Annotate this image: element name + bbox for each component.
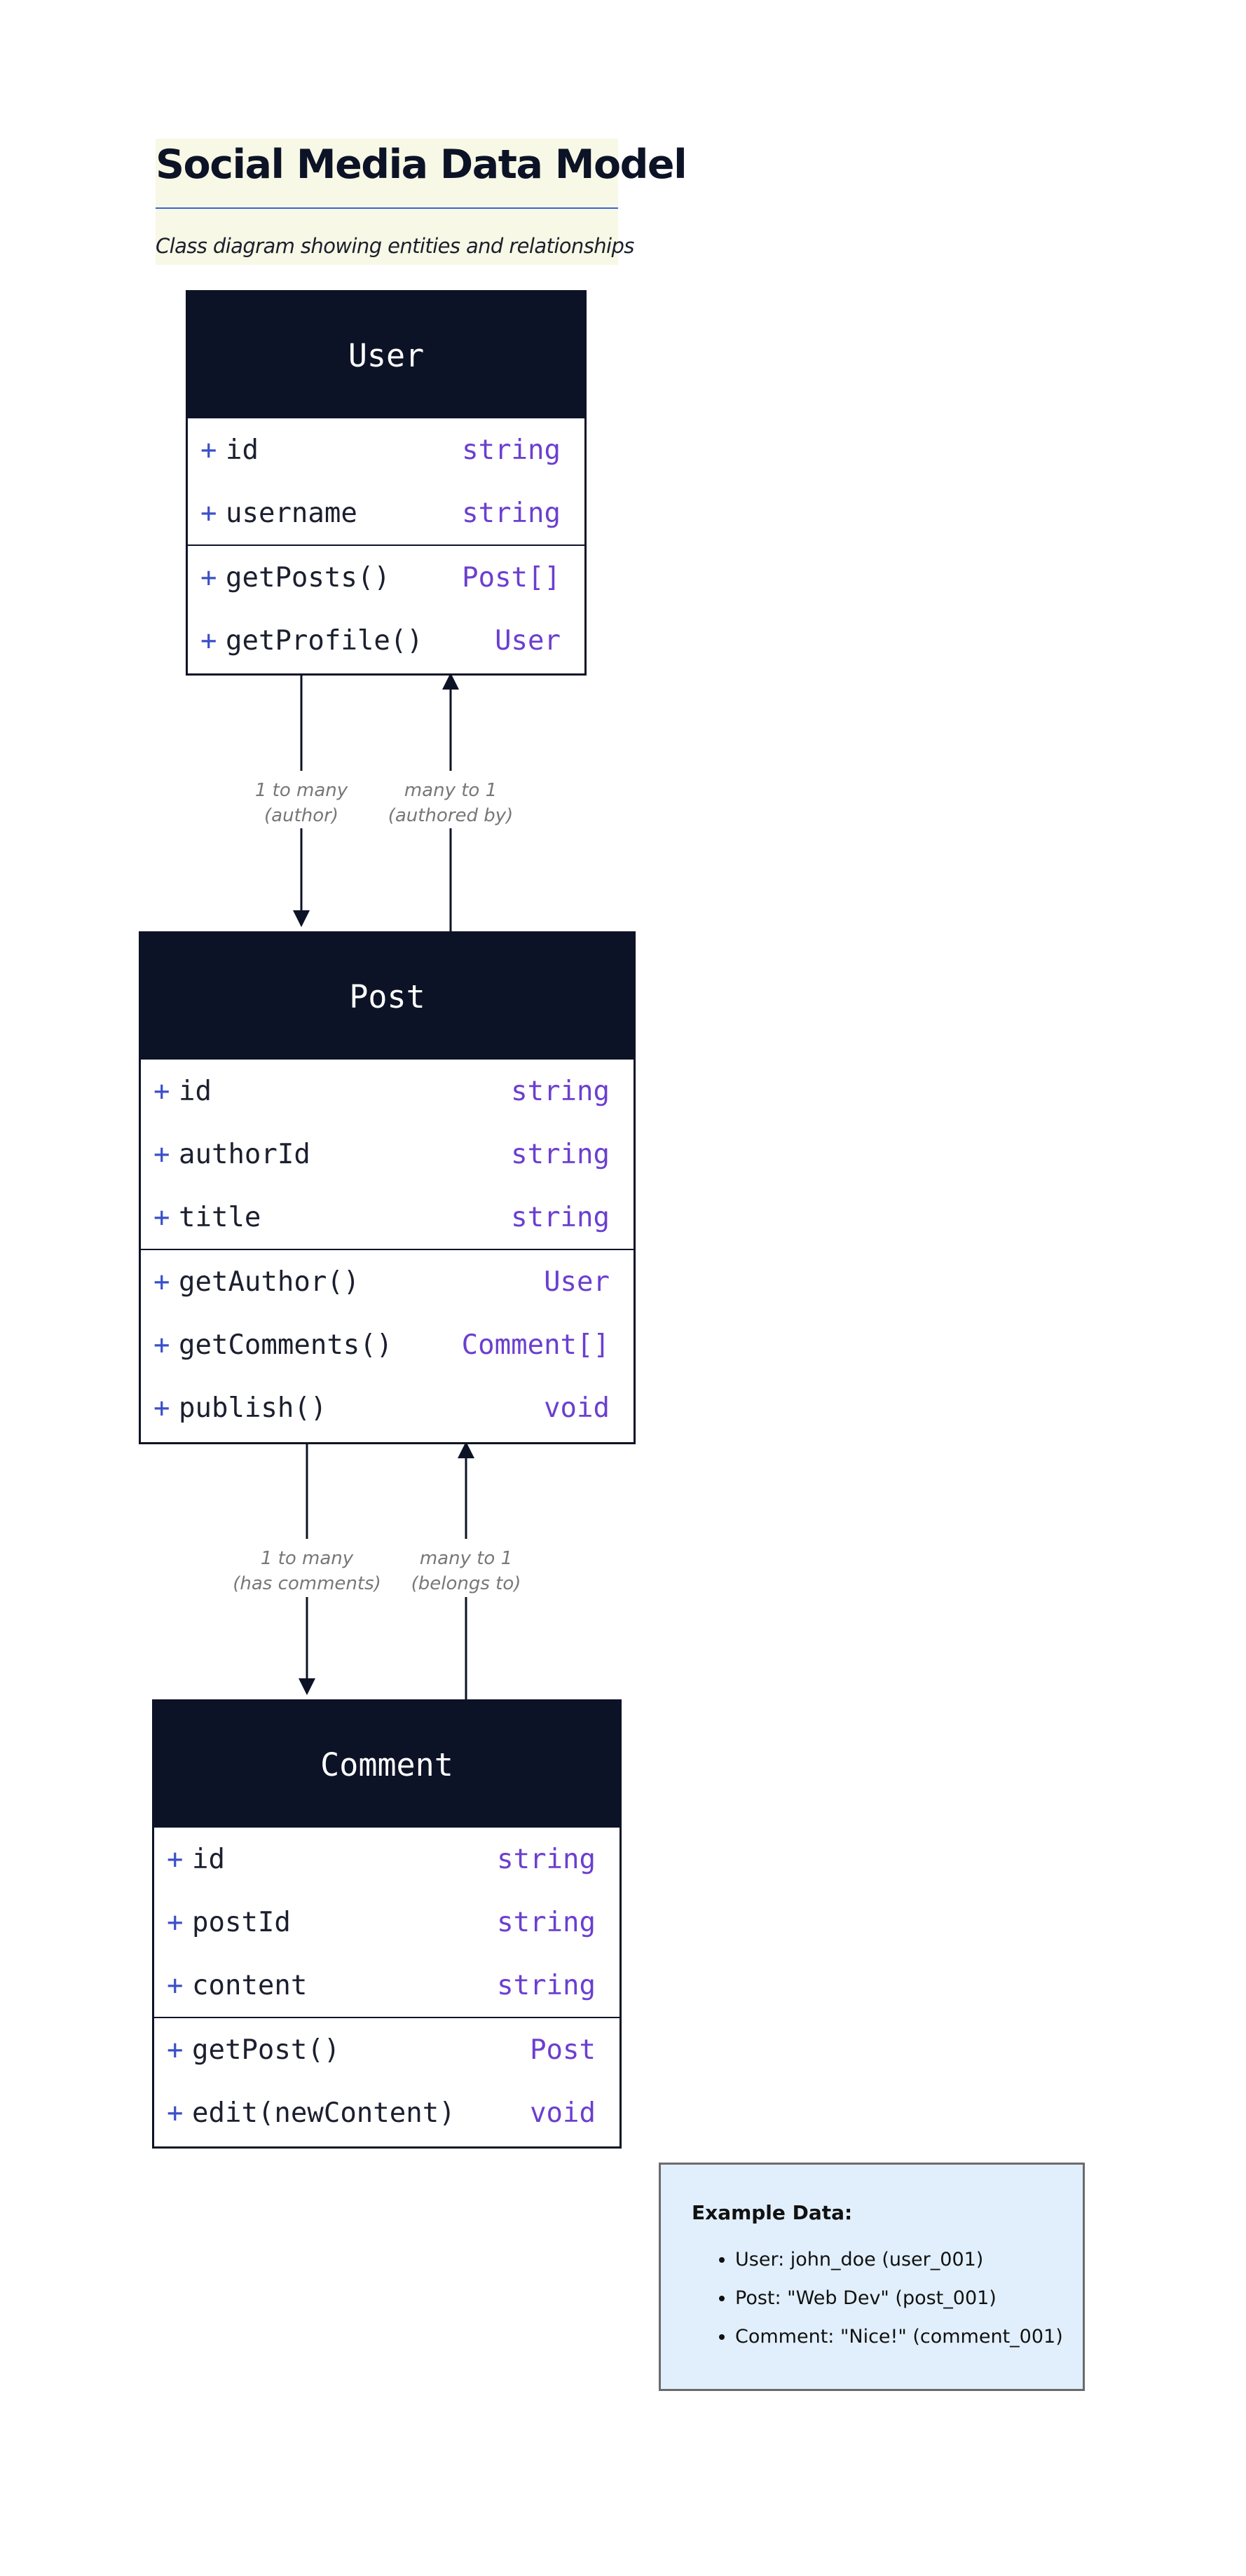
method-name: getAuthor() <box>179 1266 360 1298</box>
relation-label-line1: many to 1 <box>419 1548 513 1569</box>
relation-label-line2: (authored by) <box>388 805 514 826</box>
method-return-type: void <box>530 2097 596 2129</box>
attribute-row: + id string <box>188 418 584 481</box>
method-name: getProfile() <box>226 624 423 657</box>
visibility-marker: + <box>200 561 217 594</box>
method-row: + getAuthor() User <box>141 1249 634 1313</box>
relation-label-line1: 1 to many <box>254 780 348 801</box>
method-row: + getPost() Post <box>154 2017 619 2081</box>
method-row: + getProfile() User <box>188 609 584 672</box>
method-return-type: User <box>544 1266 610 1298</box>
example-data-note: Example Data: User: john_doe (user_001) … <box>659 2163 1085 2391</box>
list-item: User: john_doe (user_001) <box>735 2247 1063 2286</box>
visibility-marker: + <box>167 1906 184 1938</box>
relation-label-line1: many to 1 <box>404 780 498 801</box>
relation-label-user-post-back: many to 1 (authored by) <box>360 778 542 828</box>
attribute-name: postId <box>192 1906 291 1938</box>
attribute-row: + authorId string <box>141 1123 634 1186</box>
attribute-name: title <box>179 1201 261 1233</box>
visibility-marker: + <box>200 497 217 529</box>
method-return-type: void <box>544 1392 610 1424</box>
visibility-marker: + <box>200 624 217 657</box>
attribute-type: string <box>497 1969 596 2001</box>
method-name: edit(newContent) <box>192 2097 456 2129</box>
relation-label-user-post-forward: 1 to many (author) <box>210 778 392 828</box>
method-name: publish() <box>179 1392 327 1424</box>
list-item: Comment: "Nice!" (comment_001) <box>735 2324 1063 2363</box>
method-row: + edit(newContent) void <box>154 2081 619 2144</box>
method-row: + publish() void <box>141 1376 634 1439</box>
title-block: Social Media Data Model Class diagram sh… <box>156 139 687 265</box>
visibility-marker: + <box>153 1266 170 1298</box>
attribute-type: string <box>511 1075 610 1107</box>
relation-label-line2: (belongs to) <box>411 1573 521 1594</box>
attribute-row: + title string <box>141 1186 634 1249</box>
method-return-type: User <box>495 624 561 657</box>
method-return-type: Post[] <box>462 561 561 594</box>
attribute-row: + content string <box>154 1954 619 2017</box>
attribute-name: content <box>192 1969 308 2001</box>
attribute-name: username <box>226 497 357 529</box>
attribute-row: + id string <box>141 1060 634 1123</box>
example-data-title: Example Data: <box>692 2201 853 2224</box>
attribute-type: string <box>497 1906 596 1938</box>
attribute-row: + username string <box>188 481 584 544</box>
page-subtitle: Class diagram showing entities and relat… <box>156 234 634 258</box>
attribute-name: id <box>179 1075 212 1107</box>
class-user: User + id string + username string + get… <box>186 290 587 676</box>
attribute-type: string <box>511 1201 610 1233</box>
attribute-type: string <box>462 434 561 466</box>
visibility-marker: + <box>153 1392 170 1424</box>
method-name: getComments() <box>179 1329 393 1361</box>
attribute-type: string <box>462 497 561 529</box>
title-underline <box>156 207 618 209</box>
visibility-marker: + <box>153 1329 170 1361</box>
method-name: getPosts() <box>226 561 390 594</box>
method-row: + getComments() Comment[] <box>141 1313 634 1376</box>
visibility-marker: + <box>167 1969 184 2001</box>
attribute-name: id <box>226 434 259 466</box>
visibility-marker: + <box>153 1201 170 1233</box>
relation-label-line2: (has comments) <box>233 1573 381 1594</box>
visibility-marker: + <box>167 2034 184 2066</box>
class-name: Post <box>141 933 634 1060</box>
class-comment: Comment + id string + postId string + co… <box>152 1699 622 2149</box>
visibility-marker: + <box>153 1138 170 1170</box>
attribute-row: + postId string <box>154 1891 619 1954</box>
method-return-type: Post <box>530 2034 596 2066</box>
relation-label-post-comment-forward: 1 to many (has comments) <box>216 1546 398 1596</box>
visibility-marker: + <box>167 2097 184 2129</box>
method-name: getPost() <box>192 2034 341 2066</box>
visibility-marker: + <box>153 1075 170 1107</box>
list-item: Post: "Web Dev" (post_001) <box>735 2286 1063 2324</box>
relation-label-post-comment-back: many to 1 (belongs to) <box>375 1546 557 1596</box>
relation-label-line1: 1 to many <box>260 1548 354 1569</box>
attribute-type: string <box>511 1138 610 1170</box>
method-row: + getPosts() Post[] <box>188 544 584 609</box>
visibility-marker: + <box>200 434 217 466</box>
page-title: Social Media Data Model <box>156 142 687 188</box>
method-return-type: Comment[] <box>461 1329 610 1361</box>
attribute-name: id <box>192 1843 225 1875</box>
attribute-row: + id string <box>154 1828 619 1891</box>
example-data-list: User: john_doe (user_001) Post: "Web Dev… <box>692 2247 1063 2363</box>
class-name: User <box>188 292 584 418</box>
class-name: Comment <box>154 1701 619 1828</box>
relation-label-line2: (author) <box>264 805 338 826</box>
class-post: Post + id string + authorId string + tit… <box>139 931 636 1444</box>
attribute-name: authorId <box>179 1138 310 1170</box>
visibility-marker: + <box>167 1843 184 1875</box>
attribute-type: string <box>497 1843 596 1875</box>
